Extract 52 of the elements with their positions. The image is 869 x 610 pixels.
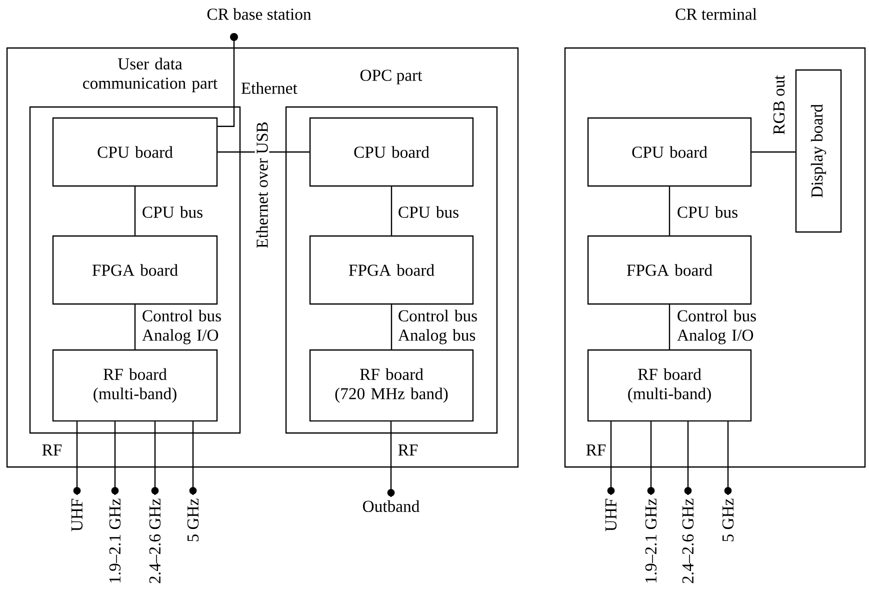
board-box: FPGA board: [52, 235, 218, 305]
edge-label: Control bus Analog I/O: [142, 310, 221, 344]
connector-line: [390, 186, 392, 236]
edge-label: RGB out: [773, 75, 785, 134]
connector-line: [390, 304, 392, 350]
node-label: User data communication part: [83, 58, 218, 92]
edge-label: CPU bus: [142, 206, 202, 218]
connector-line: [724, 422, 732, 495]
board-box: Display board: [795, 69, 842, 233]
port-label: 2.4–2.6 GHz: [149, 498, 161, 584]
connector-line: [668, 186, 670, 236]
edge-label: Control bus Analog bus: [398, 310, 477, 344]
node-label: CR base station: [207, 8, 312, 20]
connector-line: [607, 422, 615, 495]
board-box: RF board (720 MHz band): [309, 349, 474, 422]
connector-line: [684, 422, 692, 495]
port-label: Outband: [363, 500, 420, 512]
board-box: RF board (multi-band): [52, 349, 218, 422]
edge-label: Control bus Analog I/O: [677, 310, 756, 344]
connector-line: [668, 304, 670, 350]
connector-line: [134, 186, 136, 236]
port-label: 1.9–2.1 GHz: [109, 498, 121, 582]
edge-label: CPU bus: [678, 206, 738, 218]
connector-line: [111, 422, 119, 495]
port-label: 5 GHz: [722, 498, 734, 542]
board-box: CPU board: [587, 117, 752, 187]
connector-line: [387, 422, 395, 497]
connector-line: [189, 422, 197, 495]
signal-label: RF: [42, 444, 62, 456]
connector-line: [134, 304, 136, 350]
node-label: CR terminal: [676, 8, 757, 20]
connector-line: [151, 422, 159, 495]
port-label: UHF: [605, 498, 617, 532]
board-box: FPGA board: [587, 235, 752, 305]
edge-label: Ethernet: [241, 82, 298, 94]
edge-label: CPU bus: [398, 206, 458, 218]
board-box: CPU board: [52, 117, 218, 187]
edge-label: Ethernet over USB: [256, 122, 268, 248]
port-label: 5 GHz: [187, 498, 199, 542]
board-box: CPU board: [309, 117, 474, 187]
port-label: 2.4–2.6 GHz: [682, 498, 694, 584]
port-label: UHF: [71, 498, 83, 532]
signal-label: RF: [398, 444, 418, 456]
connector-line: [752, 151, 796, 153]
connector-line: [218, 33, 238, 127]
connector-line: [647, 422, 655, 495]
connector-line: [73, 422, 81, 495]
node-label: OPC part: [360, 70, 422, 84]
signal-label: RF: [586, 444, 606, 456]
board-box: FPGA board: [309, 235, 474, 305]
port-label: 1.9–2.1 GHz: [645, 498, 657, 582]
board-box: RF board (multi-band): [587, 349, 752, 422]
